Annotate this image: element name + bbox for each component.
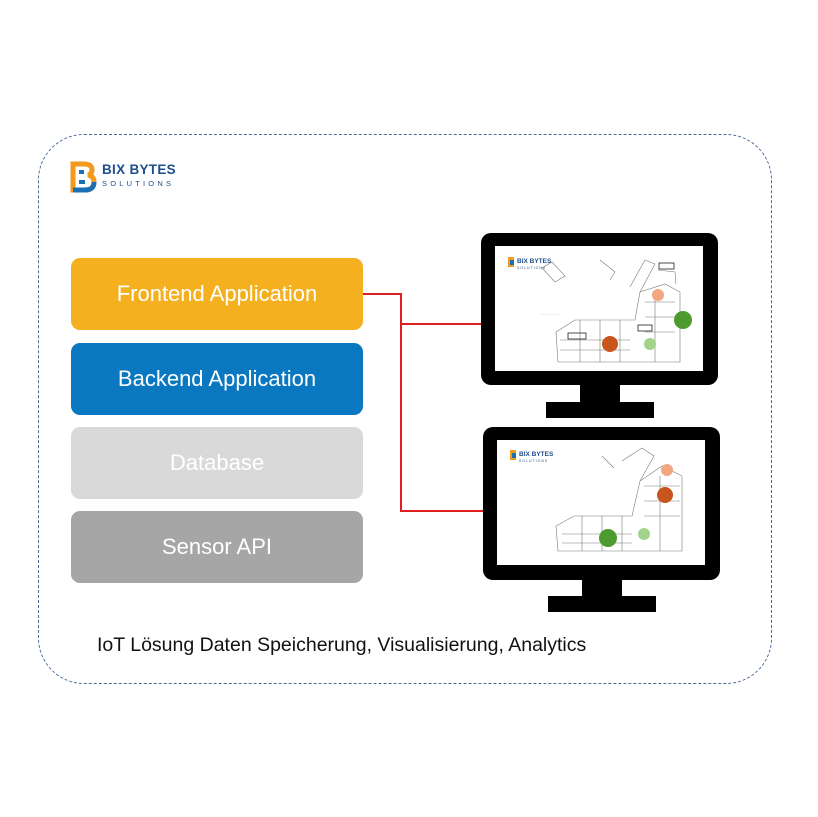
company-logo: BIX BYTES SOLUTIONS bbox=[70, 160, 200, 194]
diagram-frame bbox=[38, 134, 772, 684]
svg-text:SOLUTIONS: SOLUTIONS bbox=[517, 266, 546, 270]
svg-text:· · · · · · · ·: · · · · · · · · bbox=[540, 312, 558, 317]
monitor-bottom-logo-icon: BIX BYTES SOLUTIONS bbox=[510, 450, 554, 463]
sensor-dot-2 bbox=[674, 311, 692, 329]
svg-text:SOLUTIONS: SOLUTIONS bbox=[519, 459, 548, 463]
sensor-dot-3 bbox=[602, 336, 618, 352]
frontend-application-box: Frontend Application bbox=[71, 258, 363, 330]
connector-to-bottom-monitor bbox=[400, 324, 486, 512]
logo-subtitle: SOLUTIONS bbox=[102, 179, 175, 188]
sensor-api-box: Sensor API bbox=[71, 511, 363, 583]
logo-icon bbox=[70, 161, 97, 193]
sensor-dot-4 bbox=[644, 338, 656, 350]
sensor-dot-5 bbox=[661, 464, 673, 476]
sensor-api-label: Sensor API bbox=[161, 534, 273, 559]
monitor-top-floorplan bbox=[541, 259, 681, 363]
monitor-top-logo-icon: BIX BYTES SOLUTIONS bbox=[508, 257, 552, 270]
monitor-bottom-screen bbox=[497, 440, 705, 565]
svg-text:BIX BYTES: BIX BYTES bbox=[517, 258, 552, 265]
monitor-bottom: BIX BYTES SOLUTIONS bbox=[483, 427, 720, 612]
diagram-caption: IoT Lösung Daten Speicherung, Visualisie… bbox=[97, 634, 587, 656]
sensor-dot-6 bbox=[657, 487, 673, 503]
backend-application-label: Backend Application bbox=[117, 366, 317, 391]
frontend-application-label: Frontend Application bbox=[116, 281, 318, 306]
monitor-top: BIX BYTES SOLUTIONS · · · · · · · · bbox=[481, 233, 718, 418]
database-label: Database bbox=[169, 450, 265, 475]
database-box: Database bbox=[71, 427, 363, 499]
backend-application-box: Backend Application bbox=[71, 343, 363, 415]
logo-title: BIX BYTES bbox=[102, 162, 176, 177]
connector-to-top-monitor bbox=[363, 293, 484, 325]
sensor-dot-8 bbox=[638, 528, 650, 540]
svg-text:BIX BYTES: BIX BYTES bbox=[519, 451, 554, 458]
sensor-dot-1 bbox=[652, 289, 664, 301]
sensor-dot-7 bbox=[599, 529, 617, 547]
